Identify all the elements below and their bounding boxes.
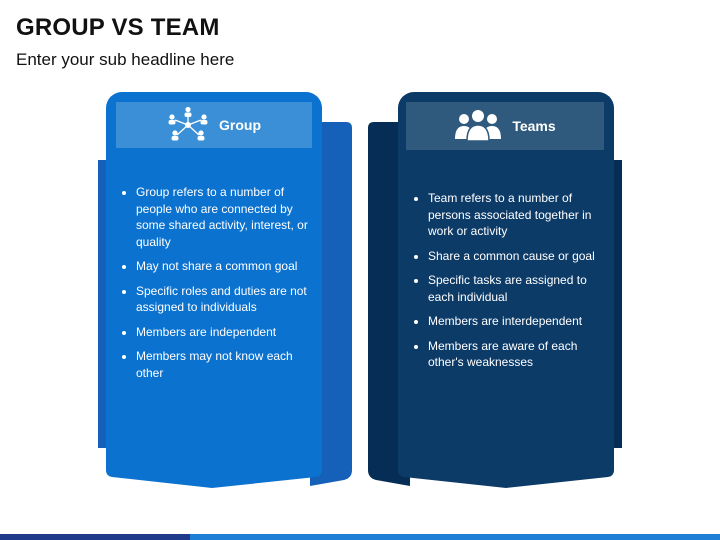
group-card-body xyxy=(106,92,322,456)
group-card-header-bg xyxy=(116,102,312,148)
list-item: Members may not know each other xyxy=(136,348,314,381)
group-card-points: Group refers to a number of people who a… xyxy=(118,184,314,389)
team-card-bottom xyxy=(398,440,614,488)
list-item: Members are independent xyxy=(136,324,314,341)
bottom-bar-dark-segment xyxy=(0,534,190,540)
team-card-label: Teams xyxy=(512,118,556,134)
list-item: Specific roles and duties are not assign… xyxy=(136,283,314,316)
bottom-bar-light-segment xyxy=(190,534,720,540)
list-item: Members are interdependent xyxy=(428,313,604,330)
slide-title: GROUP VS TEAM xyxy=(16,14,220,41)
list-item: May not share a common goal xyxy=(136,258,314,275)
network-people-icon xyxy=(167,106,209,144)
list-item: Team refers to a number of persons assoc… xyxy=(428,190,604,240)
slide-subtitle: Enter your sub headline here xyxy=(16,50,235,69)
list-item: Members are aware of each other's weakne… xyxy=(428,338,604,371)
group-card-label: Group xyxy=(219,117,261,133)
group-card-header: Group xyxy=(116,102,312,148)
team-card-header: Teams xyxy=(406,102,604,150)
team-card-body xyxy=(398,92,614,456)
team-people-icon xyxy=(454,109,502,143)
list-item: Group refers to a number of people who a… xyxy=(136,184,314,250)
team-card-points: Team refers to a number of persons assoc… xyxy=(410,190,604,379)
list-item: Specific tasks are assigned to each indi… xyxy=(428,272,604,305)
team-card-header-bg xyxy=(406,102,604,150)
group-card-bottom xyxy=(106,440,322,488)
list-item: Share a common cause or goal xyxy=(428,248,604,265)
bottom-accent-bar xyxy=(0,534,720,540)
